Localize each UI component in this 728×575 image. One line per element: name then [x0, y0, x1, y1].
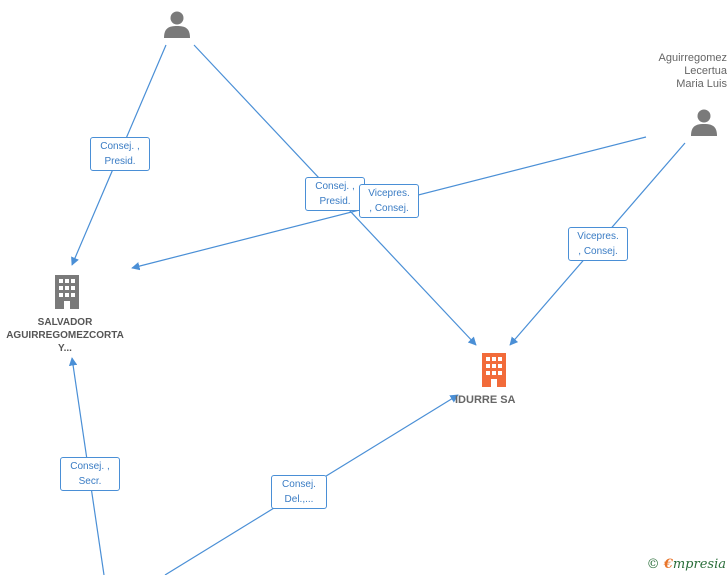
- edge-label[interactable]: Vicepres. , Consej.: [359, 184, 419, 218]
- brand-logo-text: mpresia: [672, 557, 726, 572]
- building-icon[interactable]: [53, 275, 81, 309]
- person-icon[interactable]: [690, 108, 718, 136]
- building-icon[interactable]: [480, 353, 508, 387]
- company-name[interactable]: IDURRE SA: [455, 394, 516, 406]
- person-name[interactable]: Aguirregomez Lecertua Maria Luis: [658, 52, 727, 90]
- edge-label[interactable]: Consej. , Presid.: [305, 177, 365, 211]
- copyright-icon: ©: [646, 557, 660, 572]
- edge-label[interactable]: Vicepres. , Consej.: [568, 227, 628, 261]
- person-icon[interactable]: [163, 10, 191, 38]
- edge-label[interactable]: Consej. Del.,...: [271, 475, 327, 509]
- empresia-watermark: © €mpresia: [647, 557, 726, 572]
- company-name[interactable]: SALVADOR AGUIRREGOMEZCORTA Y...: [6, 317, 124, 354]
- brand-logo-letter: €: [663, 557, 673, 572]
- edge-label[interactable]: Consej. , Secr.: [60, 457, 120, 491]
- edge-label[interactable]: Consej. , Presid.: [90, 137, 150, 171]
